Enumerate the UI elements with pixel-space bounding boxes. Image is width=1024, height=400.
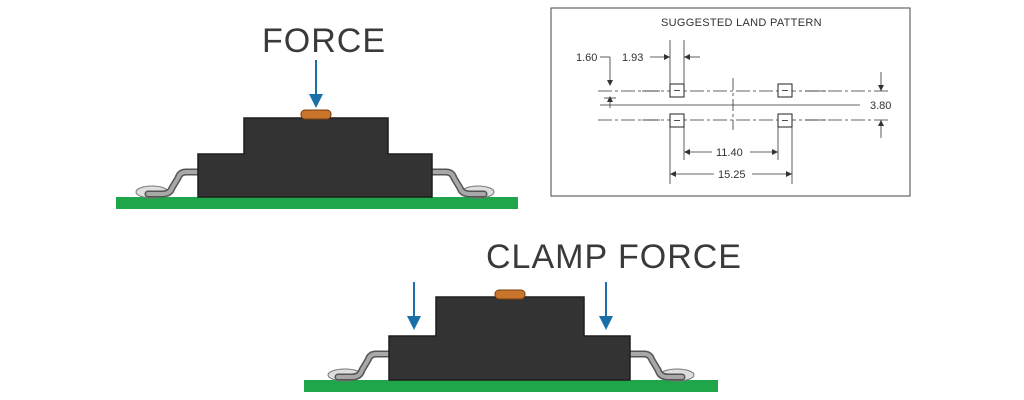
dim-arrow — [607, 80, 613, 86]
pcb-board-top — [116, 197, 518, 209]
land-pattern-title: SUGGESTED LAND PATTERN — [661, 17, 822, 29]
dim-arrow — [607, 96, 613, 102]
dim-arrow — [684, 149, 690, 155]
dim-arrow — [684, 54, 690, 60]
dim-arrow — [786, 171, 792, 177]
dim-arrow — [878, 120, 884, 126]
dim-label-1-93: 1.93 — [622, 52, 643, 64]
dim-arrow — [664, 54, 670, 60]
dim-arrow — [670, 171, 676, 177]
clamp-force-label: CLAMP FORCE — [486, 238, 742, 276]
clamp-arrow-right-head — [599, 316, 613, 330]
dim-label-3-80: 3.80 — [870, 100, 891, 112]
dim-label-15-25: 15.25 — [718, 169, 746, 181]
component-body-bottom — [388, 296, 631, 381]
dim-label-11-40: 11.40 — [716, 147, 743, 159]
force-diagram — [116, 60, 518, 209]
dim-arrow — [772, 149, 778, 155]
dim-label-1-60: 1.60 — [576, 52, 597, 64]
lead-left-bottom-inner — [336, 352, 392, 379]
clamp-arrow-left-head — [407, 316, 421, 330]
dim-arrow — [878, 85, 884, 91]
lead-left-top-inner — [146, 170, 202, 196]
contact-pad-bottom — [494, 289, 526, 300]
land-pattern-frame — [550, 7, 911, 197]
land-pattern-drawing: SUGGESTED LAND PATTERN 1.60 1.93 — [550, 7, 911, 197]
clamp-force-diagram — [304, 282, 718, 392]
lead-right-top-inner — [430, 170, 486, 196]
force-arrow-head — [309, 94, 323, 108]
lead-right-bottom-inner — [628, 352, 684, 379]
component-body-top — [197, 117, 433, 198]
contact-pad-top — [300, 109, 332, 120]
pcb-board-bottom — [304, 380, 718, 392]
force-label: FORCE — [262, 22, 386, 60]
